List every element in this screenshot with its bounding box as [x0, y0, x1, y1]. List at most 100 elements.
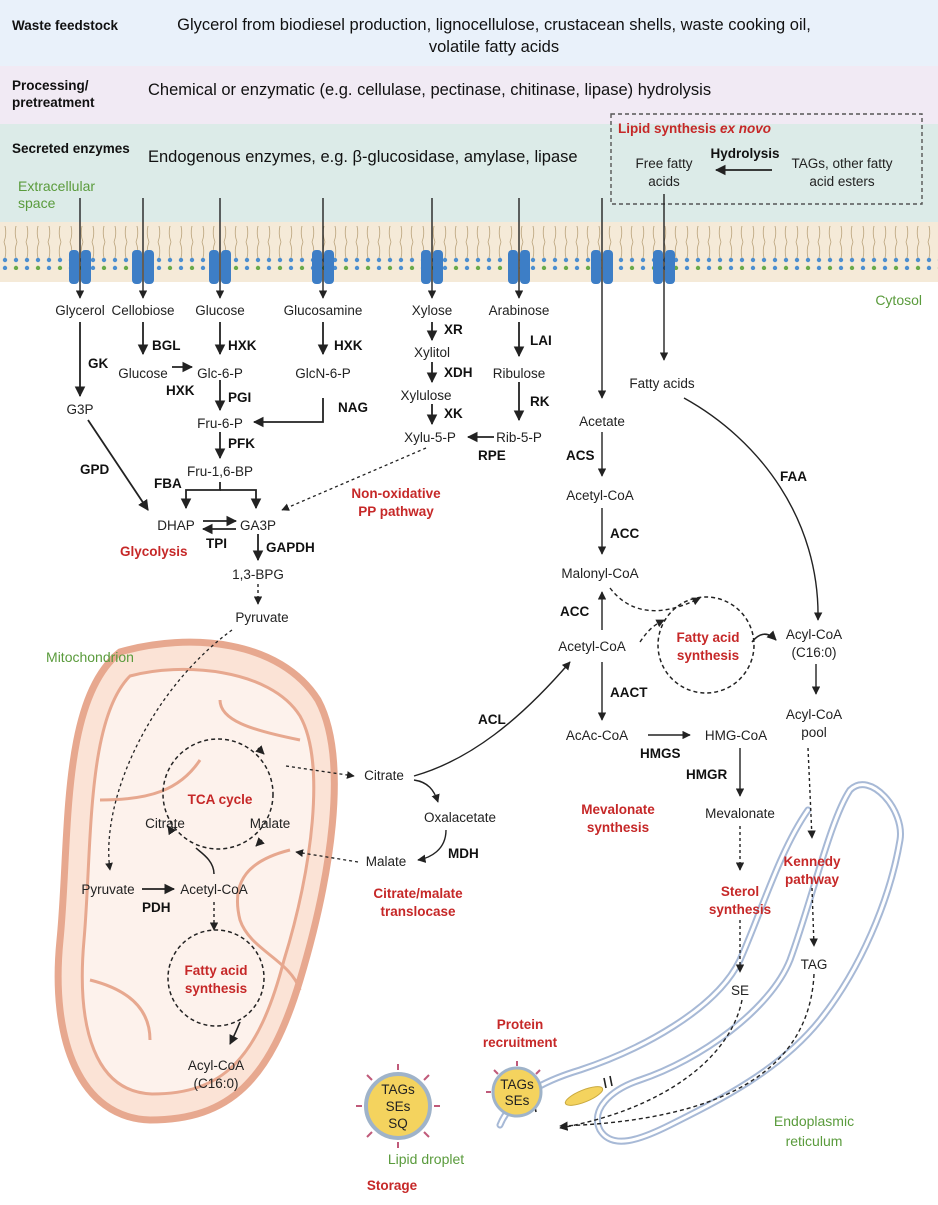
er-label-1: Endoplasmic — [774, 1113, 854, 1129]
metabolite-citrate-mito: Citrate — [145, 816, 185, 831]
arrow-fba-ga3p — [220, 489, 262, 510]
enzyme-pfk: PFK — [228, 436, 255, 451]
transporter-subunit — [653, 250, 663, 284]
hydrolysis-label: Hydrolysis — [710, 146, 779, 161]
arrow-fas-acylcoa-mito — [229, 1021, 241, 1045]
pathway-mevalonate-2: synthesis — [587, 820, 649, 835]
arrow-pyruvate-mito — [105, 629, 233, 871]
enzyme-tpi: TPI — [206, 536, 227, 551]
arrow-tag-droplet — [559, 973, 815, 1130]
band-processing-label-2: pretreatment — [12, 95, 95, 110]
droplet-small-l2: SEs — [505, 1093, 530, 1108]
metabolite-hmg-coa: HMG-CoA — [705, 728, 767, 743]
pathway-mevalonate-1: Mevalonate — [581, 802, 655, 817]
metabolite-acyl-pool-1: Acyl-CoA — [786, 707, 842, 722]
metabolite-glc6p: Glc-6-P — [197, 366, 243, 381]
metabolite-acyl-coa-c16-1: Acyl-CoA — [786, 627, 842, 642]
extracellular-label-2: space — [18, 195, 56, 211]
pathway-protein-1: Protein — [497, 1017, 544, 1032]
enzyme-xr: XR — [444, 322, 463, 337]
metabolite-bpg: 1,3-BPG — [232, 567, 284, 582]
pathway-kennedy-2: pathway — [785, 872, 840, 887]
metabolite-oxalacetate: Oxalacetate — [424, 810, 496, 825]
band-waste-text-2: volatile fatty acids — [429, 38, 559, 56]
droplet-small-l1: TAGs — [500, 1077, 534, 1092]
pathway-fas-mito-1: Fatty acid — [184, 963, 247, 978]
cytosol-label: Cytosol — [875, 292, 922, 308]
enzyme-bgl: BGL — [152, 338, 181, 353]
membrane-transporters — [69, 250, 675, 284]
metabolite-g3p: G3P — [66, 402, 93, 417]
lipid-droplet-big — [356, 1064, 440, 1148]
enzyme-hxk-1: HXK — [228, 338, 257, 353]
metabolite-acetate: Acetate — [579, 414, 625, 429]
metabolite-glycerol: Glycerol — [55, 303, 105, 318]
pathway-ppp-2: PP pathway — [358, 504, 434, 519]
droplet-big-l1: TAGs — [381, 1082, 415, 1097]
pathway-glycolysis: Glycolysis — [120, 544, 188, 559]
band-secreted-bg — [0, 124, 938, 224]
enzyme-pgi: PGI — [228, 390, 251, 405]
lipid-ex-novo-box — [610, 113, 923, 205]
metabolite-fru6p: Fru-6-P — [197, 416, 243, 431]
metabolite-acetyl-coa-mito: Acetyl-CoA — [180, 882, 248, 897]
enzyme-xk: XK — [444, 406, 463, 421]
enzyme-hxk-3: HXK — [334, 338, 363, 353]
extracellular-label-1: Extracellular — [18, 178, 95, 194]
metabolite-citrate-cytosol: Citrate — [364, 768, 404, 783]
arrow-glcn6p-fru6p — [252, 398, 324, 428]
tca-arrow-1 — [255, 745, 265, 755]
lipid-droplet-small — [486, 1061, 543, 1118]
pathway-sterol-2: synthesis — [709, 902, 771, 917]
transporter-subunit — [421, 250, 431, 284]
tags-esters-1: TAGs, other fatty — [791, 156, 892, 171]
metabolite-acetyl-coa-2: Acetyl-CoA — [558, 639, 626, 654]
transporter-subunit — [81, 250, 91, 284]
band-secreted-label: Secreted enzymes — [12, 141, 130, 156]
metabolite-xylitol: Xylitol — [414, 345, 450, 360]
metabolite-arabinose: Arabinose — [489, 303, 550, 318]
arrow-se-droplet — [559, 999, 743, 1131]
transporter-subunit — [69, 250, 79, 284]
pathway-citrate-malate-2: translocase — [380, 904, 456, 919]
metabolite-xylu5p: Xylu-5-P — [404, 430, 456, 445]
arrow-pool-kennedy — [807, 747, 816, 839]
band-secreted-text: Endogenous enzymes, e.g. β-glucosidase, … — [148, 148, 578, 166]
enzyme-acs: ACS — [566, 448, 595, 463]
lipid-ex-novo-title: Lipid synthesis ex novo — [618, 121, 771, 136]
pathway-sterol-1: Sterol — [721, 884, 759, 899]
transporter-subunit — [520, 250, 530, 284]
tca-cycle — [162, 738, 274, 850]
metabolite-acyl-coa-c16-2: (C16:0) — [791, 645, 836, 660]
free-fatty-acids-1: Free fatty — [635, 156, 692, 171]
pathway-fas-mito-2: synthesis — [185, 981, 247, 996]
droplet-big-l3: SQ — [388, 1116, 408, 1131]
transporter-subunit — [603, 250, 613, 284]
enzyme-xdh: XDH — [444, 365, 473, 380]
pathway-fas-cytosol-1: Fatty acid — [676, 630, 739, 645]
enzyme-acl: ACL — [478, 712, 506, 727]
arrow-fba-dhap — [180, 482, 221, 510]
pathway-citrate-malate-1: Citrate/malate — [373, 886, 463, 901]
er-label-2: reticulum — [786, 1133, 843, 1149]
transporter-subunit — [144, 250, 154, 284]
enzyme-gpd: GPD — [80, 462, 110, 477]
mitochondrion — [54, 638, 338, 1124]
enzyme-nag: NAG — [338, 400, 368, 415]
droplet-big-l2: SEs — [386, 1099, 411, 1114]
transporter-6 — [591, 250, 613, 284]
metabolite-rib5p: Rib-5-P — [496, 430, 542, 445]
metabolite-glucose: Glucose — [195, 303, 245, 318]
budding-droplet — [564, 1086, 604, 1106]
tags-esters-2: acid esters — [809, 174, 875, 189]
transporter-5 — [508, 250, 530, 284]
band-waste-text-1: Glycerol from biodiesel production, lign… — [177, 16, 811, 34]
arrow-oxalacetate-malate — [417, 829, 447, 863]
band-processing-label-1: Processing/ — [12, 78, 89, 93]
metabolite-glucosamine: Glucosamine — [284, 303, 363, 318]
metabolite-pyruvate-mito: Pyruvate — [81, 882, 134, 897]
metabolite-malonyl-coa: Malonyl-CoA — [561, 566, 638, 581]
transporter-subunit — [221, 250, 231, 284]
metabolite-fru16bp: Fru-1,6-BP — [187, 464, 253, 479]
